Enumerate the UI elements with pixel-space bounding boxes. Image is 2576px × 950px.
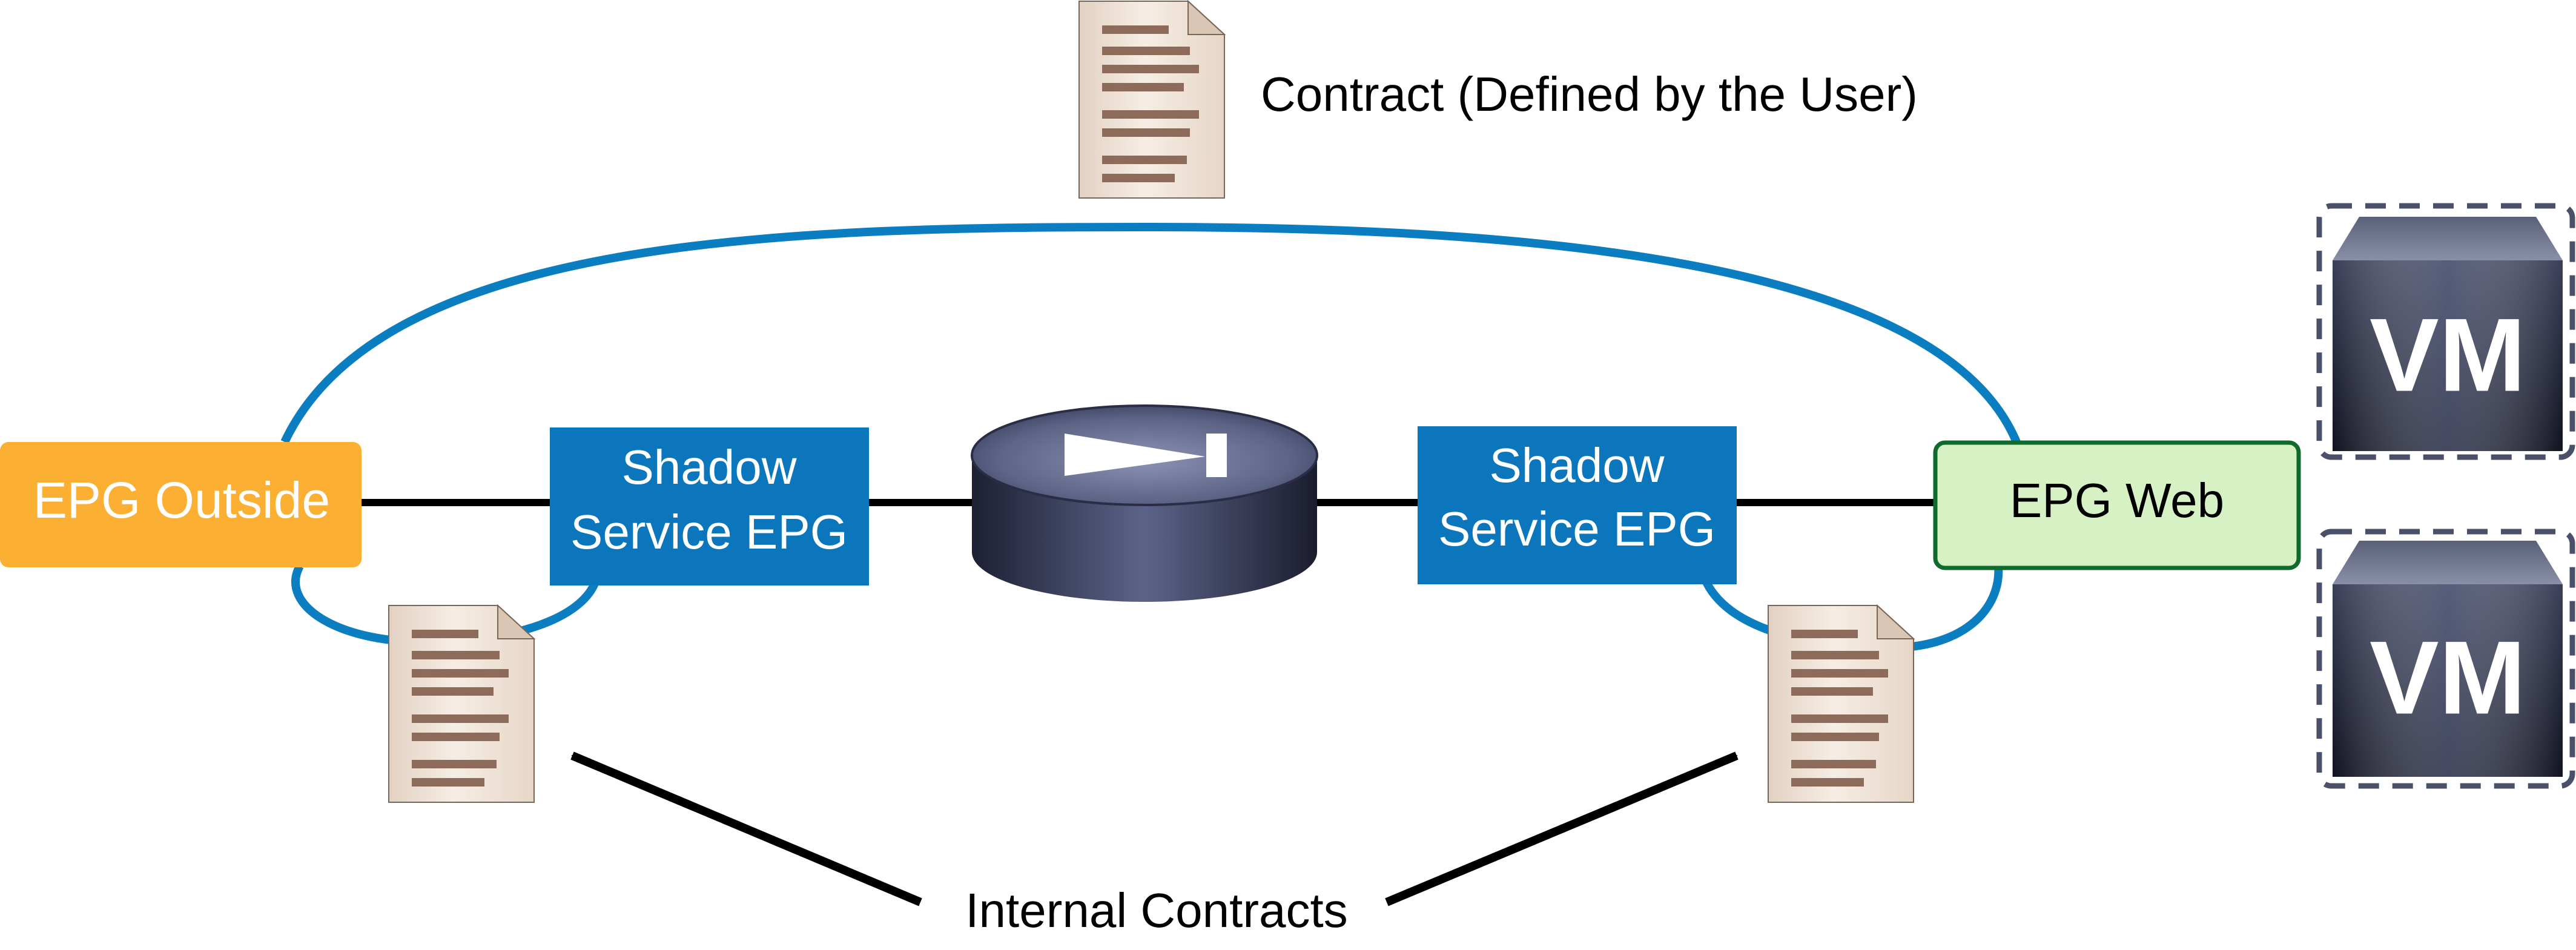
service-node-arrow — [1065, 434, 1205, 476]
vm-icon-top[interactable]: VM — [2316, 203, 2575, 460]
shadow-service-epg-right[interactable]: Shadow Service EPG — [1418, 426, 1737, 584]
internal-contract-document-icon-right — [1768, 605, 1914, 803]
service-node-icon[interactable] — [971, 404, 1318, 602]
internal-contracts-label: Internal Contracts — [965, 883, 1347, 937]
arrow-to-left-contract — [570, 751, 922, 906]
shadow-right-line2: Service EPG — [1438, 502, 1716, 556]
shadow-left-line1: Shadow — [621, 440, 796, 494]
contract-label: Contract (Defined by the User) — [1261, 67, 1918, 121]
epg-outside[interactable]: EPG Outside — [0, 442, 362, 567]
arrow-to-right-contract — [1385, 751, 1739, 906]
shadow-left-line2: Service EPG — [570, 505, 848, 559]
vm-icon-bottom[interactable]: VM — [2316, 529, 2575, 789]
shadow-service-epg-left[interactable]: Shadow Service EPG — [550, 427, 869, 586]
vm-bottom-label: VM — [2370, 619, 2526, 736]
shadow-right-line1: Shadow — [1489, 438, 1664, 492]
epg-web-label: EPG Web — [2010, 473, 2224, 527]
contract-loop — [280, 222, 2021, 444]
internal-contract-document-icon-left — [388, 605, 535, 803]
epg-web[interactable]: EPG Web — [1933, 440, 2301, 570]
contract-document-icon — [1078, 1, 1225, 199]
epg-outside-label: EPG Outside — [33, 472, 330, 529]
vm-top-label: VM — [2370, 297, 2526, 413]
